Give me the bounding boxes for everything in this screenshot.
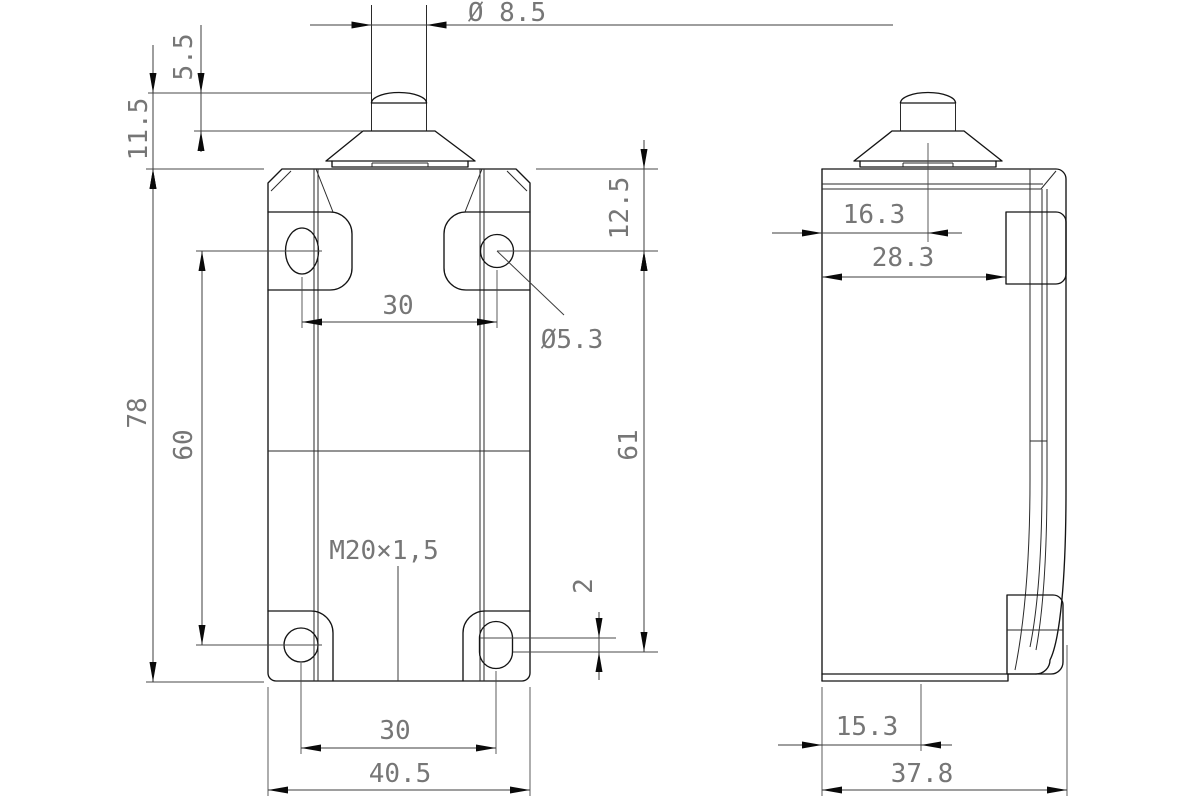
dim-label-front-depth: 28.3 [872, 243, 935, 273]
dim-hole-span-right: 61 [513, 251, 658, 653]
dim-hole-pitch-top: 30 [301, 270, 498, 328]
dim-overall-height: 78 [123, 169, 264, 683]
dim-label-plunger-dia: Ø 8.5 [468, 0, 546, 28]
dim-label-overtravel: 5.5 [169, 34, 199, 81]
side-view [821, 91, 1067, 682]
dim-plunger-offset: 16.3 [772, 143, 962, 242]
dim-thread-label: M20×1,5 [329, 536, 439, 681]
front-plunger [325, 5, 476, 168]
dim-hole-span-left: 60 [169, 250, 322, 646]
dim-plunger-dia: Ø 8.5 [310, 0, 893, 29]
dim-overall-width: 40.5 [267, 687, 531, 796]
dim-label-top-hole-inset: 12.5 [605, 177, 635, 240]
plunger-dome [370, 91, 428, 104]
clamp-plate-lower [1006, 594, 1064, 675]
dim-label-hole-pitch-top: 30 [382, 291, 413, 321]
dim-label-plunger-offset: 16.3 [843, 200, 906, 230]
dim-label-hole-span-right: 61 [614, 429, 644, 460]
dim-hole-dia-leader: Ø5.3 [496, 250, 604, 355]
dim-label-overall-depth: 37.8 [891, 759, 954, 789]
dimensions-front: Ø 8.5 5.5 11.5 78 [123, 0, 893, 796]
dim-label-overall-height: 78 [123, 397, 153, 428]
dim-label-hole-span-left: 60 [169, 429, 199, 460]
dim-label-hole-dia: Ø5.3 [541, 325, 604, 355]
front-view [267, 5, 531, 682]
dim-hole-pitch-bottom: 30 [300, 663, 497, 754]
dim-slot-extra: 2 [480, 578, 616, 680]
side-body-outline [821, 168, 1067, 682]
front-body-outline [267, 168, 531, 682]
dim-front-depth: 28.3 [822, 243, 1006, 281]
dim-overtravel: 5.5 [148, 25, 371, 152]
dim-label-entry-offset: 15.3 [836, 712, 899, 742]
dim-label-thread: M20×1,5 [329, 536, 439, 566]
dim-label-plunger-height: 11.5 [124, 98, 154, 161]
plunger-skirt [325, 130, 476, 162]
dim-label-hole-pitch-bottom: 30 [379, 716, 410, 746]
dim-overall-depth: 37.8 [822, 645, 1068, 796]
dim-entry-offset: 15.3 [778, 684, 952, 796]
dimensions-side: 16.3 28.3 15.3 37.8 [772, 143, 1068, 796]
dim-label-slot-extra: 2 [569, 578, 599, 594]
dim-label-overall-width: 40.5 [369, 759, 432, 789]
mounting-lug-pockets [267, 211, 531, 682]
clamp-plate-upper [1005, 211, 1067, 285]
